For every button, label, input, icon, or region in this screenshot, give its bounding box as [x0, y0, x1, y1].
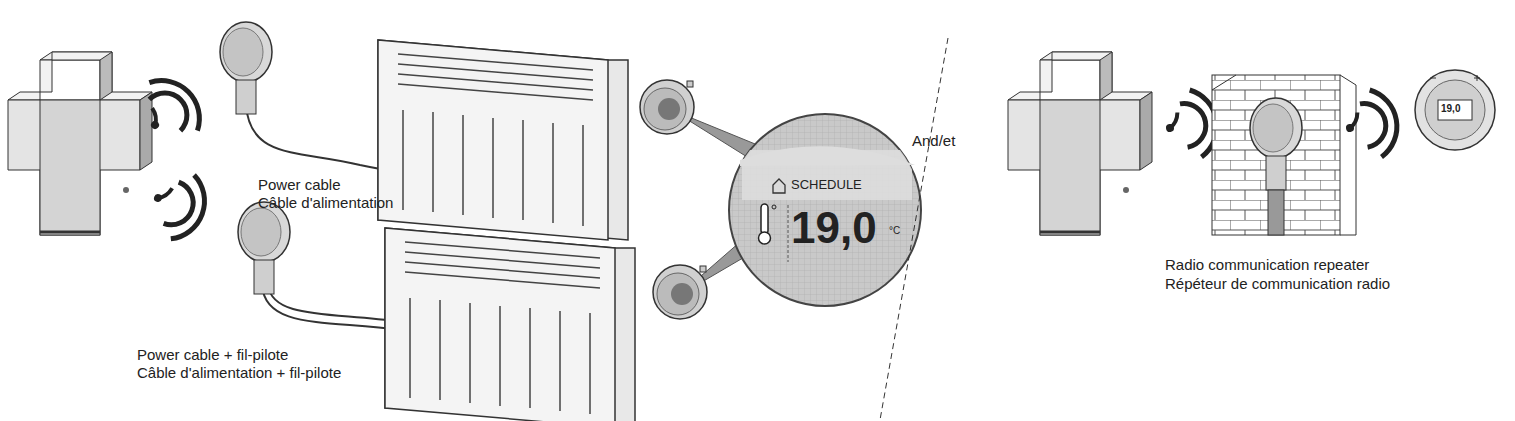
- display-zoom: SCHEDULE 19,0 °C: [729, 114, 921, 306]
- repeater-label: Radio communication repeater: [1165, 256, 1369, 274]
- cable-label: Câble d'alimentation: [258, 194, 393, 212]
- cable-label: Power cable: [258, 176, 341, 194]
- repeater-label: Répéteur de communication radio: [1165, 275, 1390, 293]
- mode-text: SCHEDULE: [791, 178, 862, 191]
- cable-label: Câble d'alimentation + fil-pilote: [137, 364, 341, 382]
- temperature-value: 19,0: [791, 206, 877, 250]
- cable-label: Power cable + fil-pilote: [137, 346, 288, 364]
- separator-label: And/et: [912, 132, 955, 150]
- unit-text: °C: [889, 226, 900, 236]
- thermostat-value: 19,0: [1441, 104, 1460, 114]
- wireless-thermostat: 19,0: [1415, 70, 1495, 150]
